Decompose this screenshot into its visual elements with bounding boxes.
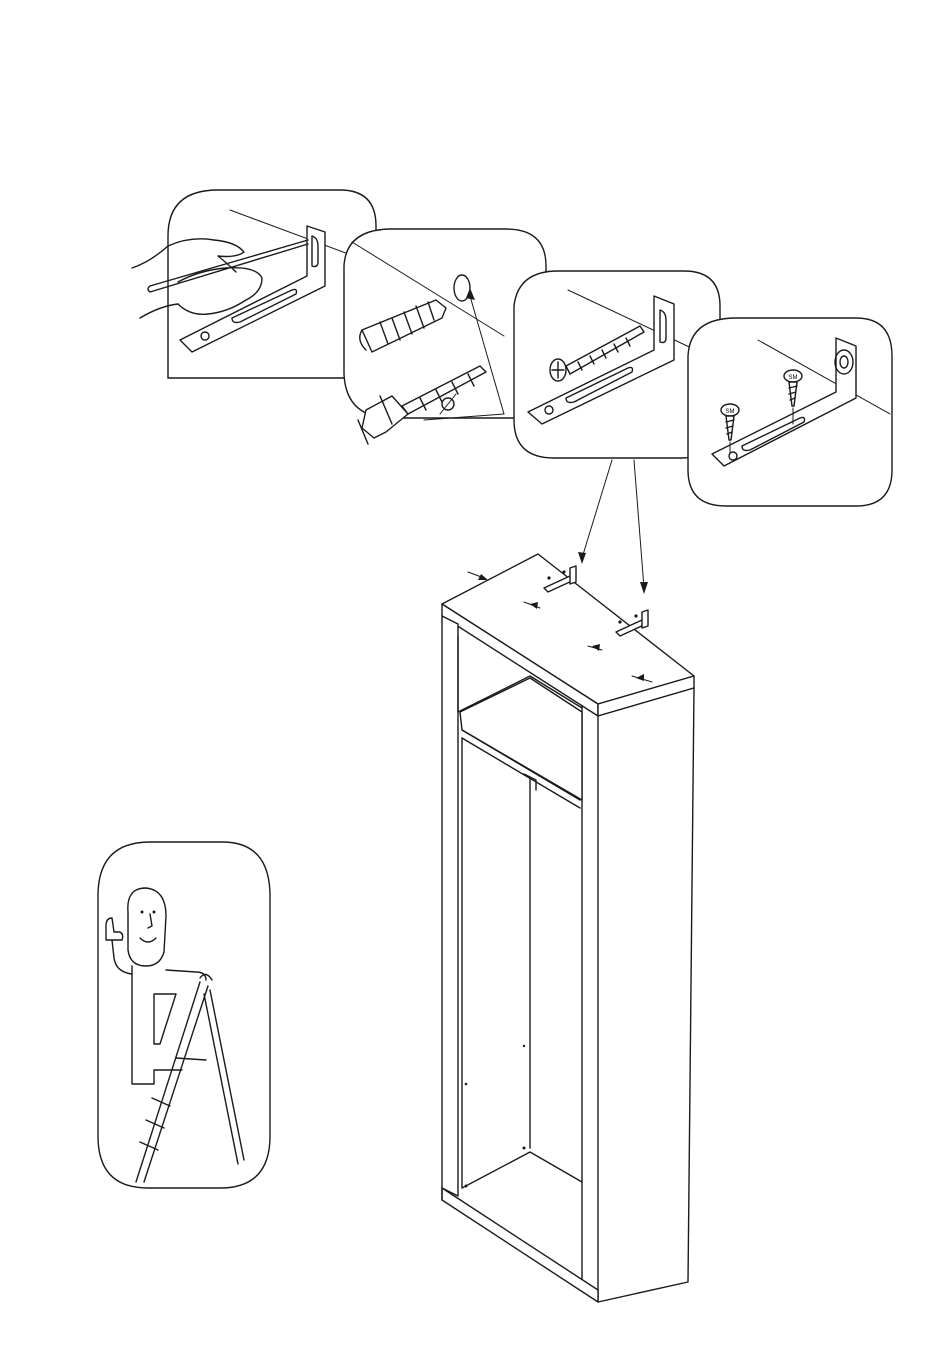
wardrobe-cabinet [442,554,694,1302]
panel-outline [98,842,270,1188]
cabinet-plinth [442,1188,598,1302]
cabinet-right-side [598,688,694,1302]
step-cabinet-screws-panel: SM SM [688,318,892,506]
screw-head-mark: SM [789,375,798,381]
step-mark-panel [132,190,376,378]
panel-outline [688,318,892,506]
detail-pointer-arrows [578,460,648,594]
cabinet-left-edge [442,616,458,1196]
safety-advice-panel [98,842,270,1188]
screw-head-mark: SM [726,409,735,415]
